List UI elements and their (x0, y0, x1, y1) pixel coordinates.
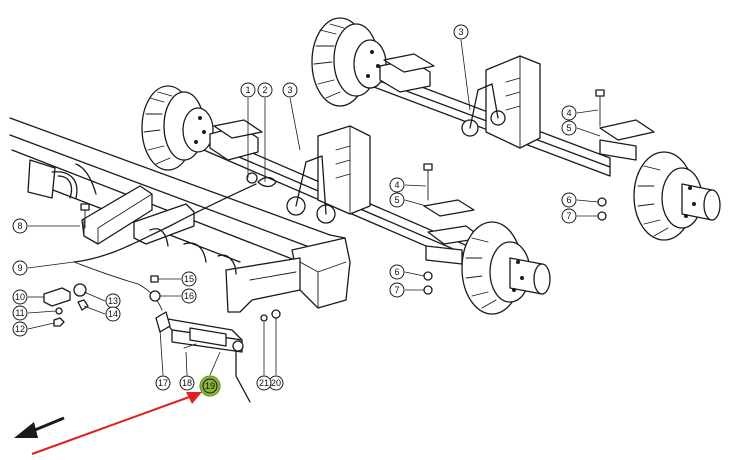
rear-right-brake-drum (633, 151, 721, 241)
front-right-brake-drum (461, 221, 551, 315)
svg-text:17: 17 (158, 378, 168, 388)
svg-text:4: 4 (566, 108, 571, 118)
callout-16[interactable]: 16 (181, 288, 197, 304)
small-fasteners (43, 203, 161, 327)
svg-text:13: 13 (108, 296, 118, 306)
svg-text:7: 7 (394, 285, 399, 295)
callout-1[interactable]: 1 (240, 82, 256, 98)
callout-14[interactable]: 14 (105, 306, 121, 322)
svg-text:20: 20 (271, 378, 281, 388)
callout-3-front[interactable]: 3 (282, 82, 298, 98)
svg-text:21: 21 (259, 378, 269, 388)
callout-6-rear[interactable]: 6 (561, 192, 577, 208)
callout-18[interactable]: 18 (179, 375, 195, 391)
svg-text:11: 11 (15, 308, 24, 318)
svg-text:2: 2 (262, 85, 267, 95)
svg-text:14: 14 (108, 309, 118, 319)
svg-text:6: 6 (394, 267, 399, 277)
callout-11[interactable]: 11 (12, 305, 28, 321)
callout-12[interactable]: 12 (12, 321, 28, 337)
callout-8[interactable]: 8 (12, 218, 28, 234)
svg-text:1: 1 (245, 85, 250, 95)
callout-4-rear[interactable]: 4 (561, 105, 577, 121)
red-annotation-arrow (31, 392, 202, 455)
callout-3-rear[interactable]: 3 (453, 24, 469, 40)
svg-text:6: 6 (566, 195, 571, 205)
callout-10[interactable]: 10 (12, 289, 28, 305)
svg-text:19: 19 (205, 381, 215, 391)
callout-5-front[interactable]: 5 (389, 192, 405, 208)
svg-text:3: 3 (458, 27, 463, 37)
front-left-brake-drum (141, 85, 214, 171)
front-axle-assembly (141, 85, 551, 315)
callout-15[interactable]: 15 (181, 271, 197, 287)
callout-21[interactable]: 21 (256, 375, 272, 391)
callout-5-rear[interactable]: 5 (561, 120, 577, 136)
rear-axle-assembly (311, 17, 721, 241)
svg-text:9: 9 (17, 263, 22, 273)
rear-left-brake-drum (311, 17, 387, 107)
svg-text:7: 7 (566, 211, 571, 221)
callout-17[interactable]: 17 (155, 375, 171, 391)
svg-text:16: 16 (184, 291, 194, 301)
svg-text:8: 8 (17, 221, 22, 231)
callout-6-front[interactable]: 6 (389, 264, 405, 280)
svg-text:4: 4 (394, 180, 399, 190)
callout-9[interactable]: 9 (12, 260, 28, 276)
callout-13[interactable]: 13 (105, 293, 121, 309)
svg-text:3: 3 (287, 85, 292, 95)
svg-text:15: 15 (184, 274, 194, 284)
svg-text:12: 12 (15, 324, 25, 334)
callout-4-front[interactable]: 4 (389, 177, 405, 193)
handbrake-assembly (155, 309, 281, 403)
chassis-frame (9, 117, 351, 313)
svg-text:18: 18 (182, 378, 192, 388)
callout-7-front[interactable]: 7 (389, 282, 405, 298)
callout-7-rear[interactable]: 7 (561, 208, 577, 224)
svg-text:10: 10 (15, 292, 25, 302)
callout-2[interactable]: 2 (257, 82, 273, 98)
svg-text:5: 5 (566, 123, 571, 133)
callout-19-highlighted[interactable]: 19 (199, 375, 221, 397)
svg-text:5: 5 (394, 195, 399, 205)
leader-lines (27, 39, 601, 376)
direction-arrow-icon (14, 416, 65, 438)
